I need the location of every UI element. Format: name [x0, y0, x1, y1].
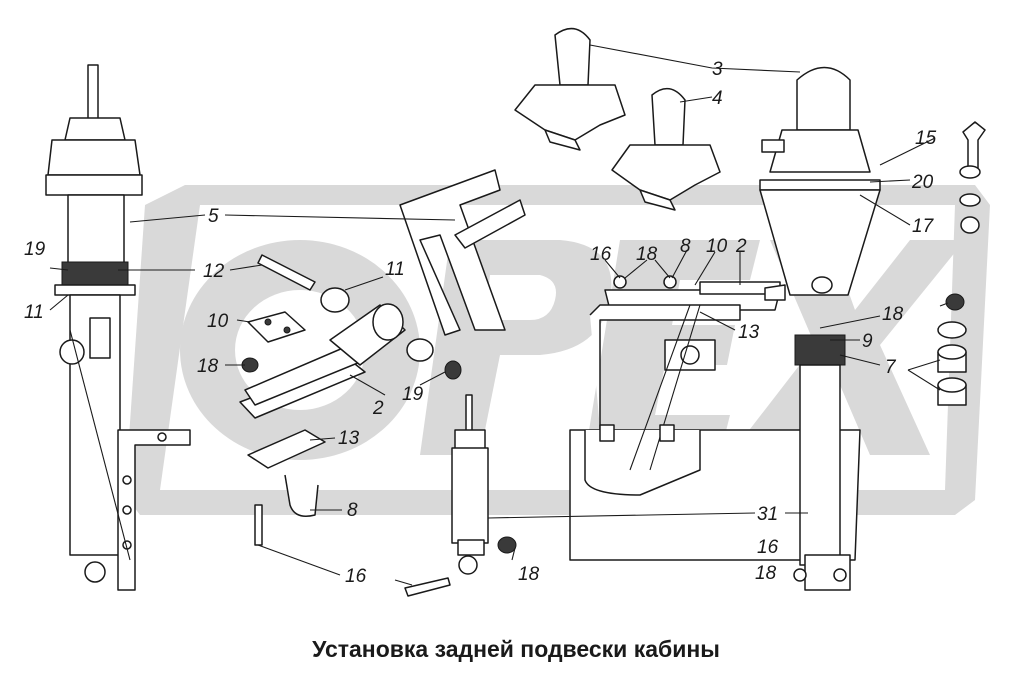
label-16: 16: [590, 244, 612, 265]
label-12: 12: [203, 261, 225, 282]
label-11: 11: [24, 302, 44, 323]
label-18: 18: [518, 564, 540, 585]
diagram-caption: Установка задней подвески кабины: [312, 636, 720, 662]
label-8: 8: [680, 236, 691, 257]
label-7: 7: [885, 357, 897, 378]
label-13: 13: [738, 322, 760, 343]
label-11: 11: [385, 259, 405, 280]
shock-absorber-31: [451, 394, 517, 575]
label-9: 9: [862, 331, 873, 352]
leaf-spring-2: [239, 287, 462, 419]
small-parts-right: [937, 121, 986, 406]
leader-lines: [49, 44, 949, 586]
label-13: 13: [338, 428, 360, 449]
label-18: 18: [636, 244, 658, 265]
label-2: 2: [735, 236, 747, 257]
cab-mount-bracket-3: [514, 27, 626, 151]
label-18: 18: [197, 356, 219, 377]
label-19: 19: [24, 239, 46, 260]
label-31: 31: [757, 504, 778, 525]
label-10: 10: [207, 311, 229, 332]
label-2: 2: [372, 398, 384, 419]
label-20: 20: [911, 172, 934, 193]
label-16: 16: [757, 537, 779, 558]
label-3: 3: [712, 59, 723, 80]
label-18: 18: [755, 563, 777, 584]
label-15: 15: [915, 128, 937, 149]
label-19: 19: [402, 384, 424, 405]
cab-mount-bracket-4: [611, 87, 721, 211]
label-18: 18: [882, 304, 904, 325]
bracket-5: [399, 169, 526, 336]
label-10: 10: [706, 236, 728, 257]
label-5: 5: [208, 206, 219, 227]
label-16: 16: [345, 566, 367, 587]
left-shock-spring-assembly: [45, 64, 191, 591]
small-parts-left: [241, 254, 451, 597]
label-4: 4: [712, 88, 723, 109]
label-8: 8: [347, 500, 358, 521]
label-17: 17: [912, 216, 935, 237]
callout-labels: 3 4 5 15 20 17 19 11 12 11 10 18 19 2 13…: [24, 59, 937, 587]
right-frame-assembly: [569, 66, 881, 591]
